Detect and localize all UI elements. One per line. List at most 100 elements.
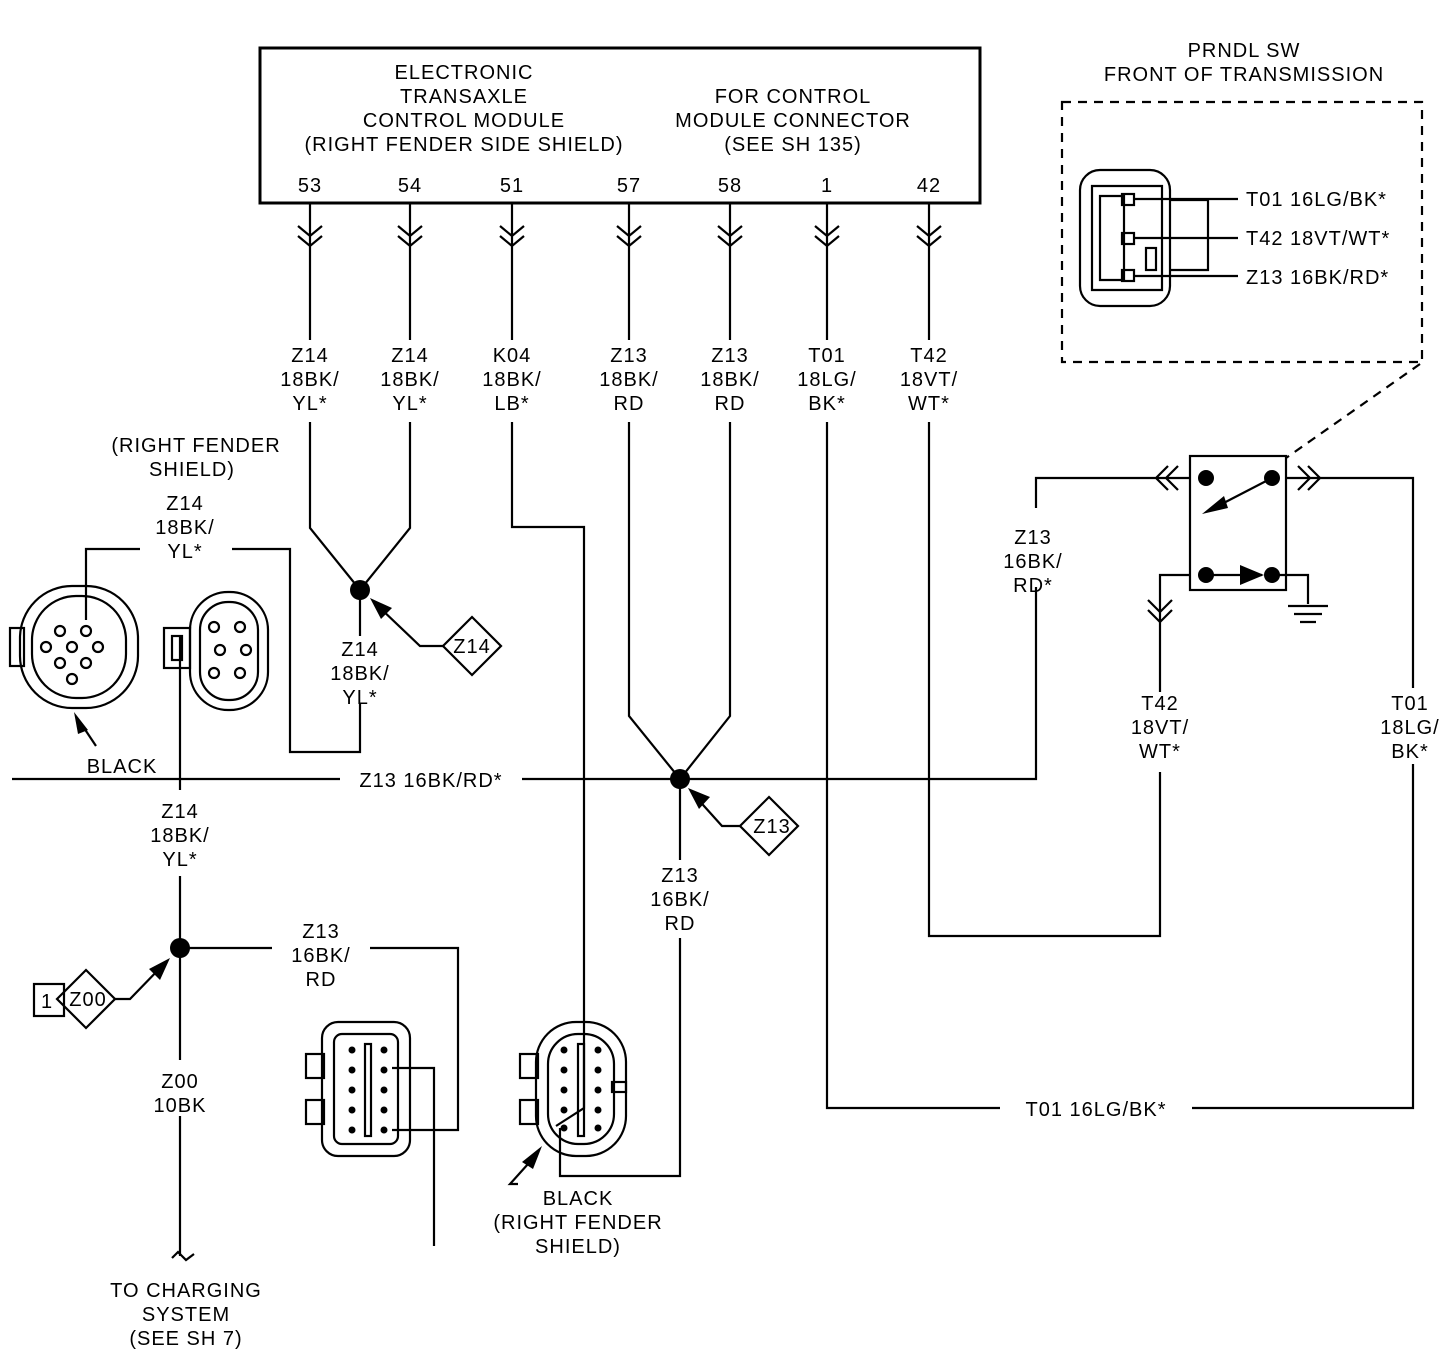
z00-splice-tag: 1 Z00 [32,958,170,1030]
module-title-line: ELECTRONIC [395,62,534,84]
module-title-line: TRANSAXLE [400,86,528,108]
t42-wire [1158,573,1190,692]
t42-wire [927,422,1162,938]
z14-wire [232,547,362,754]
wire-label: Z13 [711,345,748,367]
t01-wire [1192,764,1415,1110]
prndl-switch [1147,454,1328,624]
pin-numbers: 53 54 51 57 58 1 42 [298,175,941,197]
wire-label: Z14 [391,345,428,367]
right-fender-shield-label: (RIGHT FENDER [111,435,280,457]
z13-wire [392,1066,436,1246]
z13-lower-left-label: RD [306,969,337,991]
z14-splice-label: YL* [342,687,377,709]
t01-bottom-label: T01 16LG/BK* [1026,1099,1167,1121]
pin-number: 57 [617,175,641,197]
control-module-box [258,46,982,205]
z13-right-label: RD* [1013,575,1053,597]
z14-tag-label: Z14 [453,636,490,658]
pin-number: 1 [821,175,833,197]
wire-label: 18BK/ [700,369,759,391]
to-charging-label: (SEE SH 7) [129,1328,242,1350]
connector-note-line: (SEE SH 135) [724,134,862,156]
black-right-fender-label: SHIELD) [535,1236,621,1258]
wire-label: RD [614,393,645,415]
z00-wire-label: Z00 [161,1071,198,1093]
wire-label: LB* [494,393,529,415]
connector-note-line: MODULE CONNECTOR [675,110,911,132]
prndl-wire-labels: T01 16LG/BK* T42 18VT/WT* Z13 16BK/RD* [1246,189,1390,289]
wire-label: WT* [908,393,950,415]
z14-left-label: Z14 [166,493,203,515]
t01-wire [825,422,1000,1110]
z00-tag-label: Z00 [69,989,106,1011]
z14-splice [350,580,370,600]
prndl-title-line: FRONT OF TRANSMISSION [1104,64,1384,86]
z14-splice-label: Z14 [341,639,378,661]
z13-right-label: Z13 [1014,527,1051,549]
module-title-line: CONTROL MODULE [363,110,565,132]
z13-bus-label: Z13 16BK/RD* [359,770,502,792]
t01-right-label: BK* [1391,741,1428,763]
z14-lower-label: 18BK/ [150,825,209,847]
z00-tag-number: 1 [41,991,53,1013]
z00-wire-label: 10BK [154,1095,207,1117]
black-connector-arrow [507,1163,529,1186]
z13-bus [522,587,1038,781]
z14-splice-tag: Z14 [370,598,503,677]
t42-right-label: 18VT/ [1131,717,1189,739]
z14-lower-label: Z14 [161,801,198,823]
z13-splice-tag: Z13 [688,788,800,857]
wire-label: 18BK/ [280,369,339,391]
pin-number: 54 [398,175,422,197]
wires [12,422,1415,1262]
connector-note-line: FOR CONTROL [715,86,872,108]
prndl-wire-label: T42 18VT/WT* [1246,228,1390,250]
z13-wire [370,946,460,1132]
z13-center-label: RD [665,913,696,935]
wire-label: YL* [292,393,327,415]
t01-right-label: T01 [1391,693,1428,715]
t01-wire [1318,476,1415,688]
z13-center-label: 16BK/ [650,889,709,911]
wire-label: T42 [910,345,947,367]
z13-wire [627,422,732,781]
module-title: ELECTRONIC TRANSAXLE CONTROL MODULE (RIG… [305,62,623,156]
prndl-connector [1078,168,1238,308]
z13-lower-left-label: Z13 [302,921,339,943]
wire-label: Z14 [291,345,328,367]
black-connector [8,584,140,710]
prndl-wire-label: Z13 16BK/RD* [1246,267,1389,289]
z00-splice [170,938,190,958]
z13-wire [1034,476,1150,508]
pin-number: 51 [500,175,524,197]
free-labels: (RIGHT FENDER SHIELD) Z14 18BK/ YL* Z14 … [87,435,1439,1350]
z13-tag-label: Z13 [753,816,790,838]
black-right-fender-label: BLACK [543,1188,614,1210]
pin-number: 58 [718,175,742,197]
z14-splice-label: 18BK/ [330,663,389,685]
z13-lower-left-label: 16BK/ [291,945,350,967]
prndl-title: PRNDL SW FRONT OF TRANSMISSION [1104,40,1384,86]
pin-number: 53 [298,175,322,197]
right-fender-connector [518,1020,628,1158]
right-fender-shield-label: SHIELD) [149,459,235,481]
pin-wire-labels: Z14 18BK/ YL* Z14 18BK/ YL* K04 18BK/ LB… [280,345,958,415]
black-connector-arrow [79,721,97,747]
to-charging-label: SYSTEM [142,1304,230,1326]
z13-ground-connector [304,1020,412,1158]
wire-label: 18BK/ [380,369,439,391]
connector-note: FOR CONTROL MODULE CONNECTOR (SEE SH 135… [675,86,911,156]
wire-label: BK* [808,393,845,415]
wire-label: T01 [808,345,845,367]
wire-label: 18BK/ [482,369,541,391]
prndl-inset-box [1060,100,1424,364]
t42-right-label: WT* [1139,741,1181,763]
z13-right-label: 16BK/ [1003,551,1062,573]
wire-label: 18LG/ [797,369,856,391]
pin-number: 42 [917,175,941,197]
z14-left-label: YL* [167,541,202,563]
wire-label: YL* [392,393,427,415]
wire-label: 18VT/ [900,369,958,391]
ground-icon [1288,604,1328,624]
